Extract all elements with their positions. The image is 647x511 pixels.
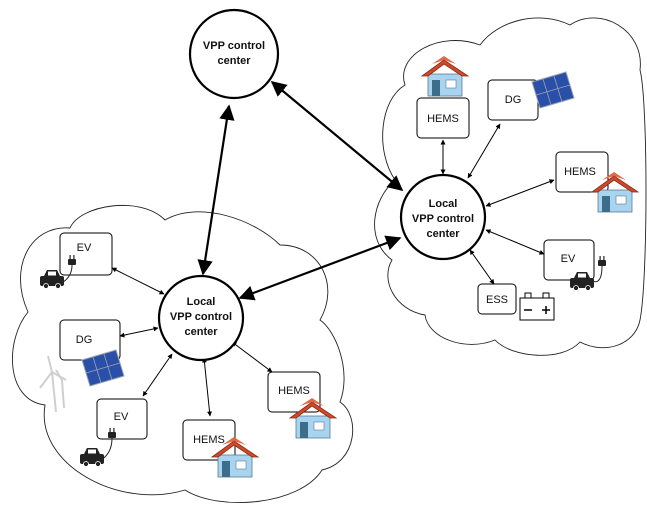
left-ev1-label: EV xyxy=(77,242,92,254)
top-center-line2: center xyxy=(217,55,251,67)
right-hems2-label: HEMS xyxy=(564,166,596,178)
link-left-hems2 xyxy=(231,341,273,373)
left-center-line1: Local xyxy=(187,296,216,308)
left-center-line3: center xyxy=(184,326,218,338)
right-ess-node: ESS xyxy=(477,283,555,321)
link-left-hems1 xyxy=(201,357,213,417)
left-hems-node-2: HEMS xyxy=(267,371,337,439)
right-dg-label: DG xyxy=(505,94,522,106)
right-ev-node: EV xyxy=(543,239,606,291)
left-hems-node-1: HEMS xyxy=(182,419,259,478)
right-dg-node: DG xyxy=(487,71,575,121)
link-left-dg xyxy=(119,326,159,338)
top-vpp-center-node: VPP control center xyxy=(188,8,280,100)
right-center-line3: center xyxy=(426,228,460,240)
top-center-line1: VPP control xyxy=(203,40,265,52)
left-hems1-label: HEMS xyxy=(193,434,225,446)
right-ess-label: ESS xyxy=(486,294,508,306)
link-right-dg xyxy=(467,123,501,179)
right-center-line1: Local xyxy=(429,198,458,210)
left-ev-node-2: EV xyxy=(79,398,148,467)
link-right-hems2 xyxy=(485,179,555,207)
left-local-vpp-node: Local VPP control center xyxy=(157,274,245,362)
right-hems-node-2: HEMS xyxy=(555,151,639,213)
battery-icon xyxy=(519,292,555,321)
left-ev2-label: EV xyxy=(114,411,129,423)
left-hems2-label: HEMS xyxy=(278,385,310,397)
right-ev-label: EV xyxy=(561,253,576,265)
link-right-ev xyxy=(485,229,545,255)
left-dg-node: DG xyxy=(39,319,125,413)
right-local-vpp-node: Local VPP control center xyxy=(399,173,487,261)
left-ev-node-1: EV xyxy=(39,232,113,289)
right-center-line2: VPP control xyxy=(412,213,474,225)
right-hems-node-1: HEMS xyxy=(416,55,470,139)
top-right-link xyxy=(270,81,404,191)
left-dg-label: DG xyxy=(76,334,93,346)
right-hems1-label: HEMS xyxy=(427,113,459,125)
link-left-ev1 xyxy=(111,267,165,295)
left-right-link xyxy=(238,235,402,301)
link-left-ev2 xyxy=(142,353,173,397)
link-right-ess xyxy=(469,249,495,285)
wind-turbine-icon xyxy=(39,355,67,413)
left-center-line2: VPP control xyxy=(170,311,232,323)
top-left-link xyxy=(197,104,235,276)
